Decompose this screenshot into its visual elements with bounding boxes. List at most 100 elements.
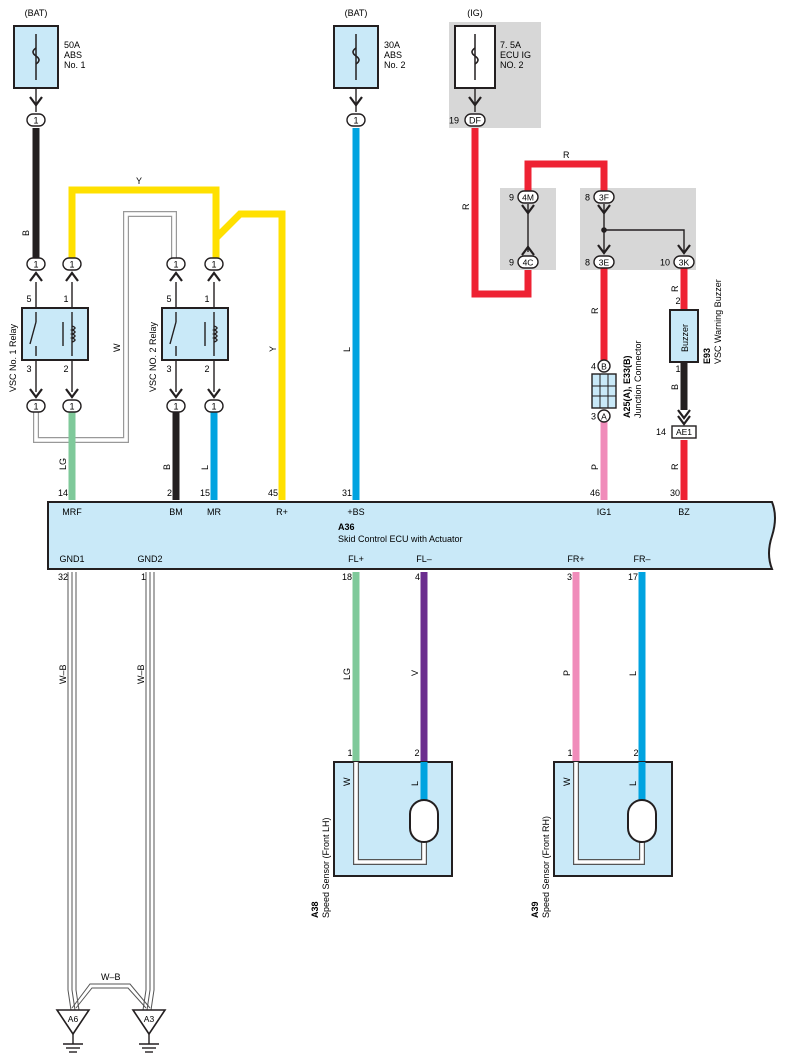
svg-text:P: P — [590, 464, 600, 470]
conn-relay1-out-a: 1 — [26, 387, 46, 413]
svg-text:LG: LG — [58, 458, 68, 470]
sensor-rh-name: Speed Sensor (Front RH) — [541, 816, 551, 918]
relay1-label: VSC No. 1 Relay — [8, 323, 18, 392]
svg-text:3: 3 — [26, 364, 31, 374]
ecu-pin-label: IG1 — [597, 507, 612, 517]
svg-text:W–B: W–B — [101, 972, 121, 982]
wire-w-inner — [34, 212, 176, 442]
svg-text:R: R — [670, 285, 680, 292]
wire-wb-gnd2 — [142, 572, 155, 1011]
conn-relay1-in-a: 1 — [26, 257, 46, 283]
ecu-pin-number: 45 — [268, 488, 278, 498]
relay-vsc-no2 — [161, 282, 229, 392]
svg-text:1: 1 — [33, 402, 38, 412]
wire-y-r-plus — [213, 210, 286, 500]
conn-ae1: AE1 14 — [656, 409, 697, 439]
ecu-pin-number: 14 — [58, 488, 68, 498]
speed-sensor-lh: 1 2 W L — [333, 748, 453, 877]
ecu-pin-label: FL– — [416, 554, 432, 564]
conn-4c: 4C 9 — [509, 245, 539, 269]
conn-3k: 3K 10 — [660, 243, 695, 269]
svg-text:7. 5A: 7. 5A — [500, 40, 521, 50]
ecu-skid-control: A36 Skid Control ECU with Actuator — [47, 501, 776, 570]
relay2-label: VSC NO. 2 Relay — [148, 321, 158, 392]
ecu-pin-label: MRF — [62, 507, 82, 517]
svg-text:W: W — [112, 343, 122, 352]
ecu-id: A36 — [338, 522, 355, 532]
svg-text:A6: A6 — [68, 1014, 79, 1024]
bat2-label: (BAT) — [345, 8, 368, 18]
svg-text:AE1: AE1 — [676, 427, 692, 437]
svg-text:L: L — [410, 781, 420, 786]
svg-text:R: R — [461, 203, 471, 210]
svg-text:8: 8 — [585, 193, 590, 203]
conn-1-fuse1: 1 — [26, 113, 46, 127]
ecu-pin-label: FR+ — [567, 554, 584, 564]
bat1-label: (BAT) — [25, 8, 48, 18]
buzzer-label: Buzzer — [680, 324, 690, 352]
fuse-ecu-ig — [454, 25, 496, 112]
svg-text:1: 1 — [204, 294, 209, 304]
svg-text:2: 2 — [63, 364, 68, 374]
svg-text:1: 1 — [33, 260, 38, 270]
fuse-abs-1 — [13, 25, 59, 112]
svg-text:A: A — [601, 412, 607, 422]
svg-text:W: W — [342, 777, 352, 786]
wire-wb-gnd1 — [67, 572, 80, 1011]
svg-text:B: B — [601, 362, 607, 372]
speed-sensor-rh: 1 2 W L — [553, 748, 673, 877]
svg-text:P: P — [562, 670, 572, 676]
svg-text:4C: 4C — [523, 258, 534, 268]
svg-text:B: B — [162, 464, 172, 470]
svg-text:LG: LG — [342, 668, 352, 680]
sensor-lh-id: A38 — [310, 901, 320, 918]
svg-text:1: 1 — [675, 364, 680, 374]
conn-relay1-in-b: 1 — [62, 257, 82, 283]
sensor-rh-id: A39 — [530, 901, 540, 918]
svg-text:L: L — [200, 465, 210, 470]
svg-text:14: 14 — [656, 427, 666, 437]
buzzer: Buzzer 2 1 — [669, 296, 699, 374]
svg-text:NO. 2: NO. 2 — [500, 60, 524, 70]
wire-wb-bridge — [71, 983, 151, 1009]
wire-labels: B Y W Y L R R R R B R P LG B L W–B W–B L… — [21, 150, 680, 982]
svg-text:L: L — [628, 781, 638, 786]
svg-text:V: V — [410, 670, 420, 676]
junction-connector: B 4 A 3 — [591, 359, 617, 423]
svg-text:DF: DF — [469, 116, 481, 126]
svg-text:B: B — [670, 384, 680, 390]
svg-text:4M: 4M — [522, 193, 534, 203]
svg-text:2: 2 — [633, 748, 638, 758]
ecu-pin-number: 17 — [628, 572, 638, 582]
ecu-pin-number: 46 — [590, 488, 600, 498]
svg-text:ABS: ABS — [64, 50, 82, 60]
ecu-pin-number: 4 — [415, 572, 420, 582]
ecu-pin-number: 31 — [342, 488, 352, 498]
svg-text:1: 1 — [173, 260, 178, 270]
ecu-pin-number: 1 — [141, 572, 146, 582]
svg-text:W–B: W–B — [136, 664, 146, 684]
svg-text:ECU IG: ECU IG — [500, 50, 531, 60]
svg-text:5: 5 — [166, 294, 171, 304]
svg-text:1: 1 — [33, 116, 38, 126]
svg-text:R: R — [590, 307, 600, 314]
svg-text:1: 1 — [69, 260, 74, 270]
sensor-lh-name: Speed Sensor (Front LH) — [321, 817, 331, 918]
svg-text:9: 9 — [509, 258, 514, 268]
conn-4m: 4M 9 — [509, 190, 539, 215]
relay-pin-numbers: 5 1 3 2 5 1 3 2 — [26, 294, 209, 374]
svg-text:1: 1 — [69, 402, 74, 412]
svg-text:30A: 30A — [384, 40, 400, 50]
svg-text:No. 2: No. 2 — [384, 60, 406, 70]
ecu-name: Skid Control ECU with Actuator — [338, 534, 463, 544]
svg-text:3: 3 — [591, 412, 596, 422]
ecu-pin-number: 15 — [200, 488, 210, 498]
svg-text:10: 10 — [660, 258, 670, 268]
fuse2-text: 30A ABS No. 2 — [384, 40, 406, 70]
ecu-pin-number: 2 — [167, 488, 172, 498]
svg-text:1: 1 — [173, 402, 178, 412]
svg-text:3K: 3K — [679, 258, 690, 268]
